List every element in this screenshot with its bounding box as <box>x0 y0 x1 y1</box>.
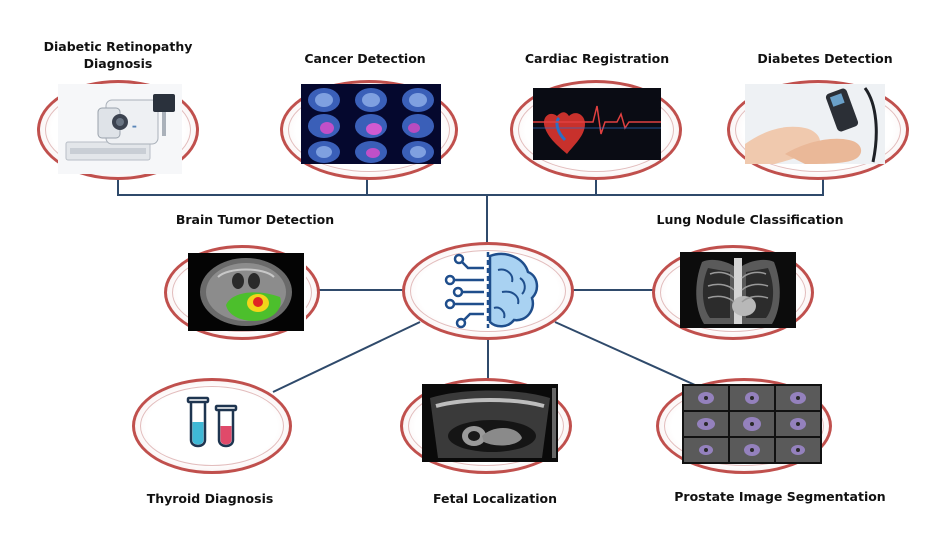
connector-thyroid <box>272 321 421 393</box>
hub-ai-node <box>402 242 574 340</box>
label-thyroid-diagnosis: Thyroid Diagnosis <box>146 491 274 506</box>
ai-brain-circuit-icon <box>432 248 544 332</box>
node-thyroid-diagnosis <box>132 378 292 474</box>
connector-top-bus <box>117 175 824 196</box>
label-fetal-localization: Fetal Localization <box>433 491 557 506</box>
prostate-mri-grid-image <box>682 384 822 464</box>
label-diabetic-retinopathy-line1: Diabetic Retinopathy <box>43 39 193 54</box>
label-cancer-detection: Cancer Detection <box>304 51 426 66</box>
label-diabetic-retinopathy: Diabetic Retinopathy Diagnosis <box>18 38 218 72</box>
retinal-camera-image: ▬ <box>58 84 182 174</box>
label-lung-nodule-classification: Lung Nodule Classification <box>656 212 844 227</box>
chest-xray-image <box>680 252 796 328</box>
label-diabetes-detection: Diabetes Detection <box>757 51 893 66</box>
label-diabetic-retinopathy-line2: Diagnosis <box>83 56 153 71</box>
label-cardiac-registration: Cardiac Registration <box>524 51 670 66</box>
connector-prostate <box>554 321 696 386</box>
cardiac-ecg-image <box>533 88 661 160</box>
brain-mri-grid-image <box>301 84 441 164</box>
svg-text:▬: ▬ <box>132 124 137 130</box>
brain-tumor-segmentation-image <box>188 253 306 331</box>
glucose-test-image <box>745 84 885 164</box>
label-brain-tumor-detection: Brain Tumor Detection <box>175 212 335 227</box>
label-prostate-image-segmentation: Prostate Image Segmentation <box>674 489 886 504</box>
fetal-ultrasound-image <box>422 384 558 462</box>
test-tubes-icon <box>180 392 244 456</box>
